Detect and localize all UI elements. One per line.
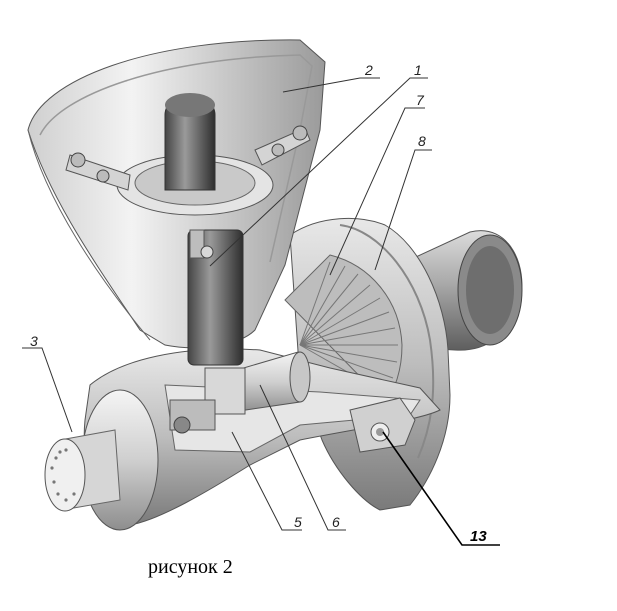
leader-lines [22,77,500,546]
callout-2: 2 [364,62,373,78]
callout-13: 13 [470,528,487,545]
end-cap [44,389,159,531]
callout-1: 1 [414,62,422,78]
inner-mechanism [169,367,246,434]
callout-3: 3 [30,333,38,349]
callout-7: 7 [416,92,425,108]
bevel-gear [284,254,403,403]
callout-5: 5 [294,514,302,530]
callout-labels: 2 1 7 8 3 5 6 13 [30,62,487,545]
figure-caption: рисунок 2 [148,556,233,578]
callout-8: 8 [418,133,426,149]
pinion-shaft [229,351,311,413]
vertical-shaft [164,93,244,366]
nozzle-nut [349,397,416,453]
callout-6: 6 [332,514,340,530]
